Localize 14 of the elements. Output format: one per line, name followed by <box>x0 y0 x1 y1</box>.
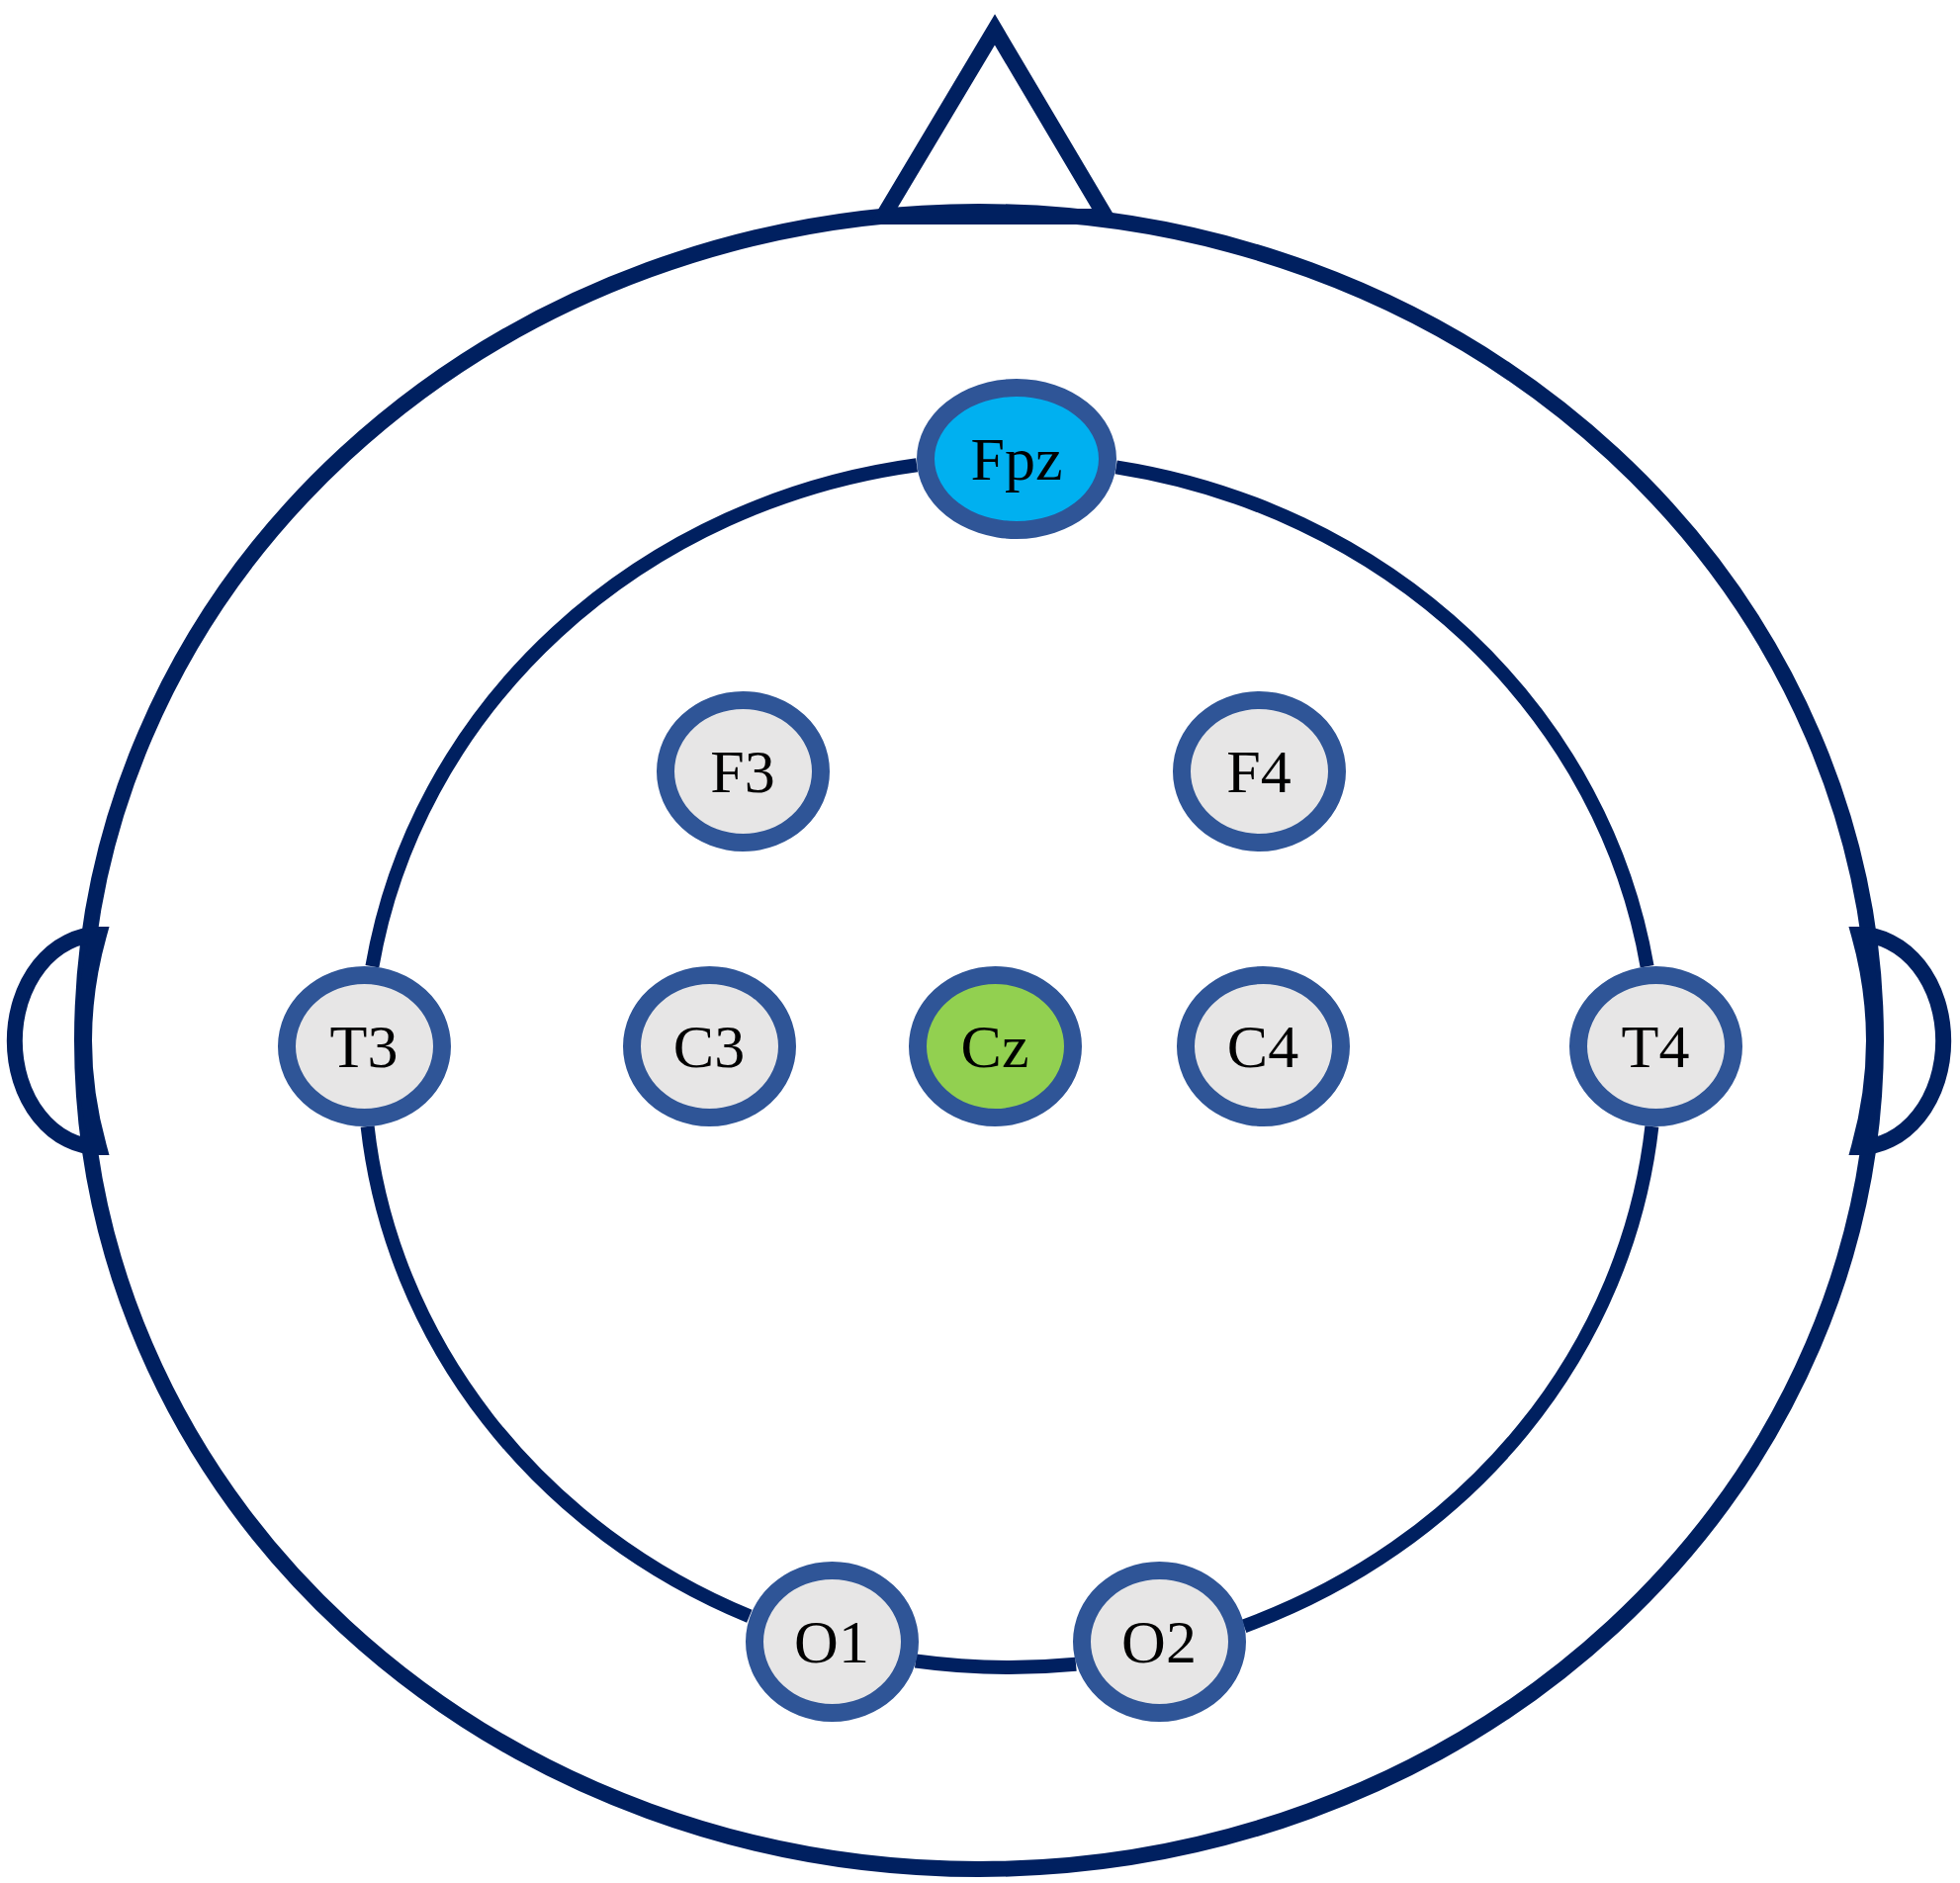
electrode-label: T4 <box>1621 1016 1690 1077</box>
electrode-label: F3 <box>710 741 775 802</box>
electrode-label: C3 <box>672 1016 746 1077</box>
ring-line <box>1114 460 1654 968</box>
ring-line <box>1241 1124 1659 1633</box>
ring-line <box>360 1124 753 1623</box>
ring-line <box>915 1654 1077 1674</box>
electrode-label: T3 <box>329 1016 399 1077</box>
electrode-label: O2 <box>1121 1611 1197 1672</box>
electrode-label: C4 <box>1226 1016 1299 1077</box>
electrode-label: O1 <box>794 1611 869 1672</box>
electrode-label: F4 <box>1226 741 1292 802</box>
ring-line <box>365 458 919 968</box>
electrode-label: Cz <box>960 1016 1029 1077</box>
